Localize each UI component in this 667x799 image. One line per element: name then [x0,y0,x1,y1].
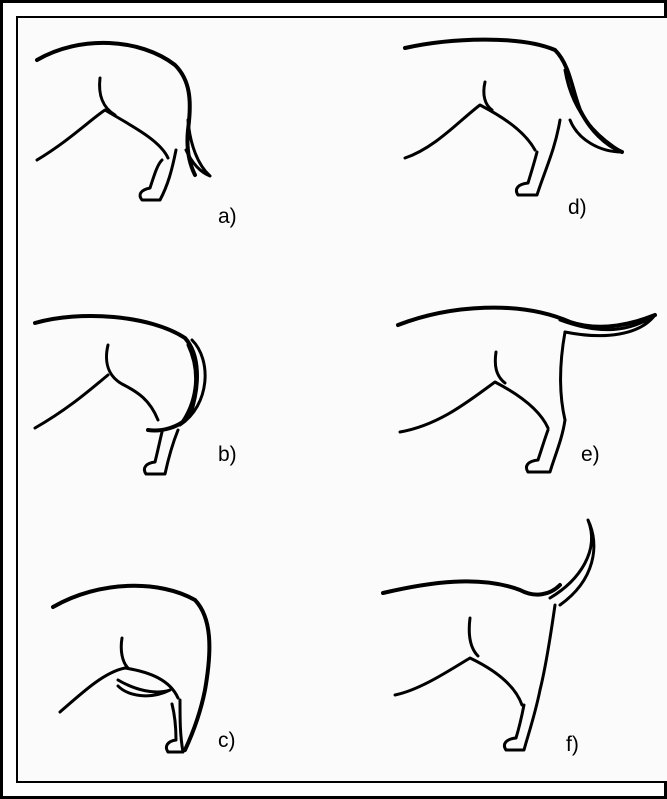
panel-a-thigh [100,78,115,115]
panel-b-leg [144,430,178,474]
panel-e-back [398,308,655,327]
panel-c-tail [118,680,170,696]
panel-b-thigh [107,345,158,420]
panel-e-rump [560,332,565,420]
panel-b-label: b) [218,443,237,467]
panel-b-belly [35,375,108,428]
panel-b-tail [180,340,205,425]
panel-a-belly [37,110,168,160]
panel-a-back [37,43,195,175]
panel-a-leg [140,150,176,200]
panel-c-label: c) [218,729,236,753]
panel-f-label: f) [566,733,579,757]
panel-a-drawing [37,43,210,200]
panel-d-drawing [405,40,622,195]
panel-c-drawing [53,586,209,752]
panel-d-label: d) [568,196,587,220]
panel-e-thigh [495,352,505,383]
panel-e-belly [400,382,548,432]
panel-f-rump [540,605,555,690]
panel-e-leg [526,420,565,472]
panel-f-belly [395,658,522,705]
panel-d-tail [565,70,622,152]
panel-c-belly [60,668,178,712]
panel-c-leg [166,700,183,752]
panel-d-belly [405,105,535,158]
panel-f-back [383,581,560,594]
panel-b-drawing [35,316,205,474]
panel-e-drawing [398,308,655,472]
panel-f-tail [550,520,594,605]
panel-f-drawing [383,520,594,750]
panel-c-thigh [121,638,128,668]
panel-a-label: a) [218,205,237,229]
panel-f-leg [504,690,540,750]
panel-d-back [405,40,622,152]
panel-e-label: e) [581,443,600,467]
panel-f-thigh [469,618,478,656]
panel-d-thigh [484,82,492,110]
panel-d-leg [516,120,560,195]
